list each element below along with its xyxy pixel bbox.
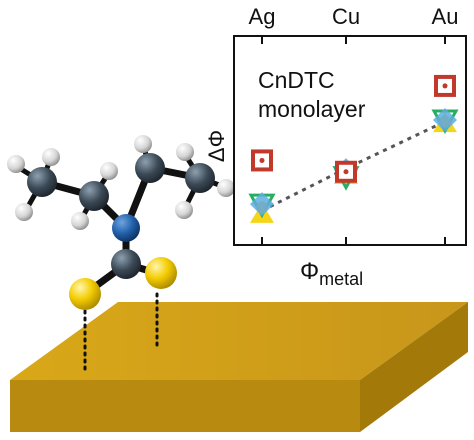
sulfur-atoms: [69, 257, 177, 310]
hydrogen-atom: [176, 143, 194, 161]
data-point-diamond-au: [433, 107, 457, 132]
carbon-atom: [135, 153, 165, 183]
hydrogen-atom: [175, 201, 193, 219]
category-label-cu: Cu: [332, 4, 360, 29]
carbon-atoms: [27, 153, 215, 279]
hydrogen-atoms: [7, 135, 235, 230]
chart-annotation-line-2: monolayer: [258, 96, 366, 122]
dithiocarbamate-molecule: [7, 135, 235, 310]
data-point-square-with-dot-ag: [251, 149, 273, 172]
sulfur-atom-left: [69, 278, 101, 310]
category-label-au: Au: [432, 4, 459, 29]
hydrogen-atom: [100, 162, 118, 180]
axis-ticks: [261, 36, 446, 245]
surface-side-face: [360, 302, 468, 432]
hydrogen-atom: [7, 155, 25, 173]
x-axis-label-subscript: metal: [319, 269, 363, 289]
data-point-diamond-ag: [250, 192, 274, 217]
surface-front-face: [10, 380, 360, 432]
carbon-atom: [185, 163, 215, 193]
hydrogen-atom: [134, 135, 152, 153]
hydrogen-atom: [15, 203, 33, 221]
chart-annotation-line-1: CnDTC: [258, 67, 335, 93]
sulfur-atom-right: [145, 257, 177, 289]
category-label-ag: Ag: [249, 4, 276, 29]
chart-marks: [248, 74, 459, 223]
carbon-atom-cs2: [111, 249, 141, 279]
carbon-atom: [79, 181, 109, 211]
x-axis-label-main: Φ: [300, 258, 319, 285]
data-point-square-with-dot-cu: [335, 160, 357, 183]
hydrogen-atom: [71, 212, 89, 230]
surface-top-face: [10, 302, 468, 380]
hydrogen-atom: [217, 179, 235, 197]
sulfur-surface-bonds: [83, 292, 159, 372]
inset-chart: Ag Cu Au CnDTC monolayer ΔΦ Φmetal: [204, 4, 467, 289]
plot-frame: [233, 35, 467, 246]
hydrogen-atom: [42, 148, 60, 166]
carbon-atom: [27, 167, 57, 197]
metal-surface: [10, 302, 468, 432]
y-axis-label: ΔΦ: [204, 130, 229, 162]
nitrogen-atom: [112, 214, 140, 242]
data-point-square-with-dot-au: [434, 74, 456, 97]
x-axis-label: Φmetal: [300, 258, 363, 289]
